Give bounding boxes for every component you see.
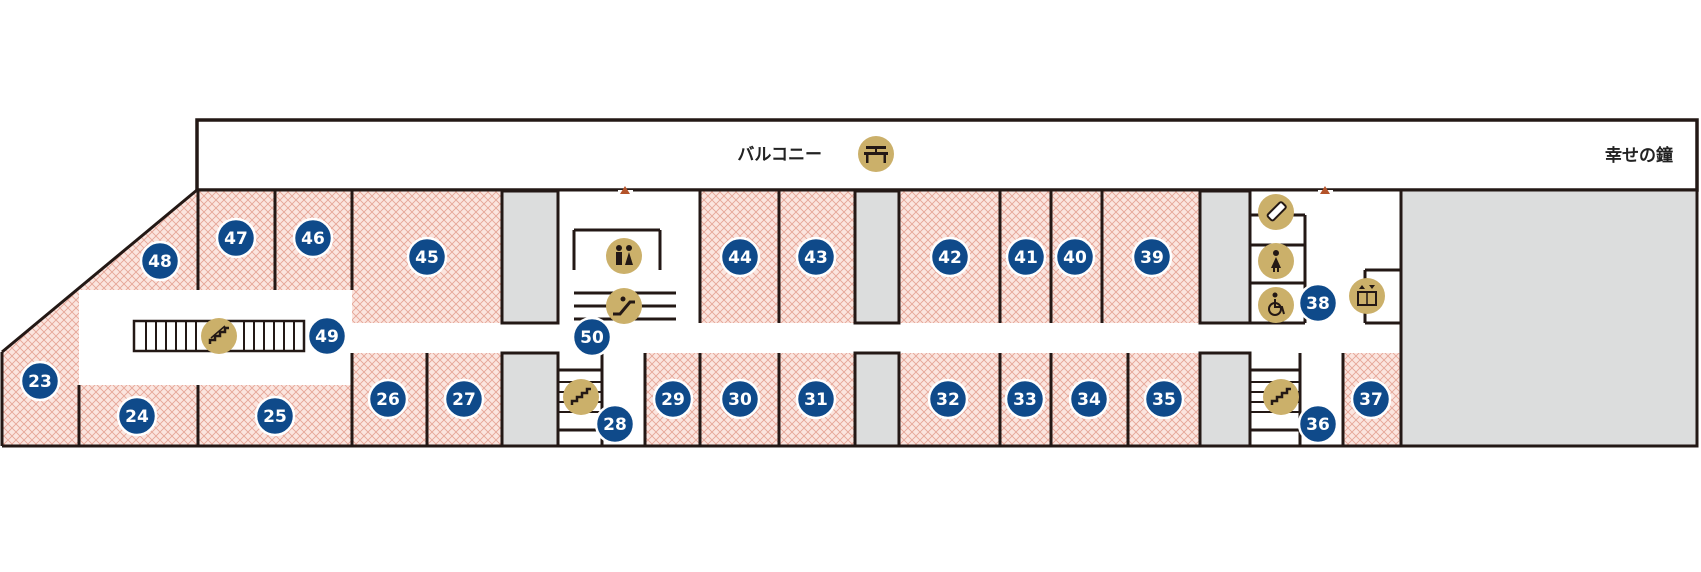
shop-number: 38 [1306,294,1330,314]
shop-number: 50 [580,328,604,348]
bench-icon [858,136,894,172]
back-area [500,351,560,448]
shop-number: 35 [1152,390,1176,410]
back-area [500,189,560,325]
shop-number: 32 [936,390,960,410]
shop-badge-44[interactable]: 44 [719,236,761,278]
shop-number: 31 [804,390,828,410]
shop-badge-23[interactable]: 23 [19,360,61,402]
shop-number: 28 [603,415,627,435]
facility-icons [201,194,1385,415]
shop-badge-33[interactable]: 33 [1004,378,1046,420]
shop-badge-40[interactable]: 40 [1054,236,1096,278]
balcony-area: バルコニー 幸せの鐘 [195,118,1699,192]
shop-badge-34[interactable]: 34 [1068,378,1110,420]
shop-number: 33 [1013,390,1037,410]
shop-number: 26 [376,390,400,410]
shop-badge-49[interactable]: 49 [306,315,348,357]
adjacent-building [1399,188,1699,448]
shop-number: 45 [415,248,439,268]
shop-badge-47[interactable]: 47 [215,217,257,259]
shop-number: 34 [1077,390,1101,410]
shop-badge-43[interactable]: 43 [795,236,837,278]
shop-badge-30[interactable]: 30 [719,378,761,420]
shop-number: 42 [938,248,962,268]
entrance-marker-icon [1320,186,1330,194]
shop-number: 24 [125,407,149,427]
wheelchair-icon [1258,287,1294,323]
walls [0,188,1699,448]
stairs-icon [201,318,237,354]
shop-badge-25[interactable]: 25 [254,395,296,437]
shop-badge-28[interactable]: 28 [594,403,636,445]
stairs-icon [563,379,599,415]
back-area [1198,351,1252,448]
shop-badge-27[interactable]: 27 [443,378,485,420]
shop-badge-35[interactable]: 35 [1143,378,1185,420]
shop-badge-32[interactable]: 32 [927,378,969,420]
shop-number: 29 [661,390,685,410]
main-floor [0,186,1699,448]
shop-number: 46 [301,229,325,249]
shop-number: 39 [1140,248,1164,268]
balcony-label: バルコニー [737,145,822,165]
bell-label: 幸せの鐘 [1605,145,1673,166]
shop-badge-41[interactable]: 41 [1005,236,1047,278]
elevator-icon [1349,278,1385,314]
shop-number: 43 [804,248,828,268]
shop-number: 49 [315,327,339,347]
back-area [853,351,901,448]
shop-number: 47 [224,229,248,249]
shop-badge-39[interactable]: 39 [1131,236,1173,278]
shop-badge-37[interactable]: 37 [1350,378,1392,420]
shop-badge-29[interactable]: 29 [652,378,694,420]
shop-badge-24[interactable]: 24 [116,395,158,437]
shop-badge-42[interactable]: 42 [929,236,971,278]
shop-number: 25 [263,407,287,427]
shop-number: 27 [452,390,476,410]
entrance-marker-icon [620,186,630,194]
shop-number: 36 [1306,415,1330,435]
shop-badge-45[interactable]: 45 [406,236,448,278]
shop-number: 41 [1014,248,1038,268]
shop-badge-31[interactable]: 31 [795,378,837,420]
shop-badge-50[interactable]: 50 [571,316,613,358]
stairs-icon [1263,379,1299,415]
back-area [1198,189,1252,325]
shop-badge-46[interactable]: 46 [292,217,334,259]
shop-badges: 23 24 25 26 27 28 29 30 31 32 33 34 35 36 37 38 39 40 41 42… [19,217,1392,445]
female-restroom-icon [1258,243,1294,279]
shop-badge-38[interactable]: 38 [1297,282,1339,324]
shop-number: 23 [28,372,52,392]
shop-badge-36[interactable]: 36 [1297,403,1339,445]
shop-badge-48[interactable]: 48 [139,240,181,282]
shop-number: 44 [728,248,752,268]
shop-badge-26[interactable]: 26 [367,378,409,420]
restroom-icon [606,238,642,274]
escalator-icon [606,288,642,324]
shop-number: 37 [1359,390,1383,410]
shop-number: 48 [148,252,172,272]
shop-number: 40 [1063,248,1087,268]
shop-number: 30 [728,390,752,410]
back-area [853,189,901,325]
baby-bottle-icon [1258,194,1294,230]
